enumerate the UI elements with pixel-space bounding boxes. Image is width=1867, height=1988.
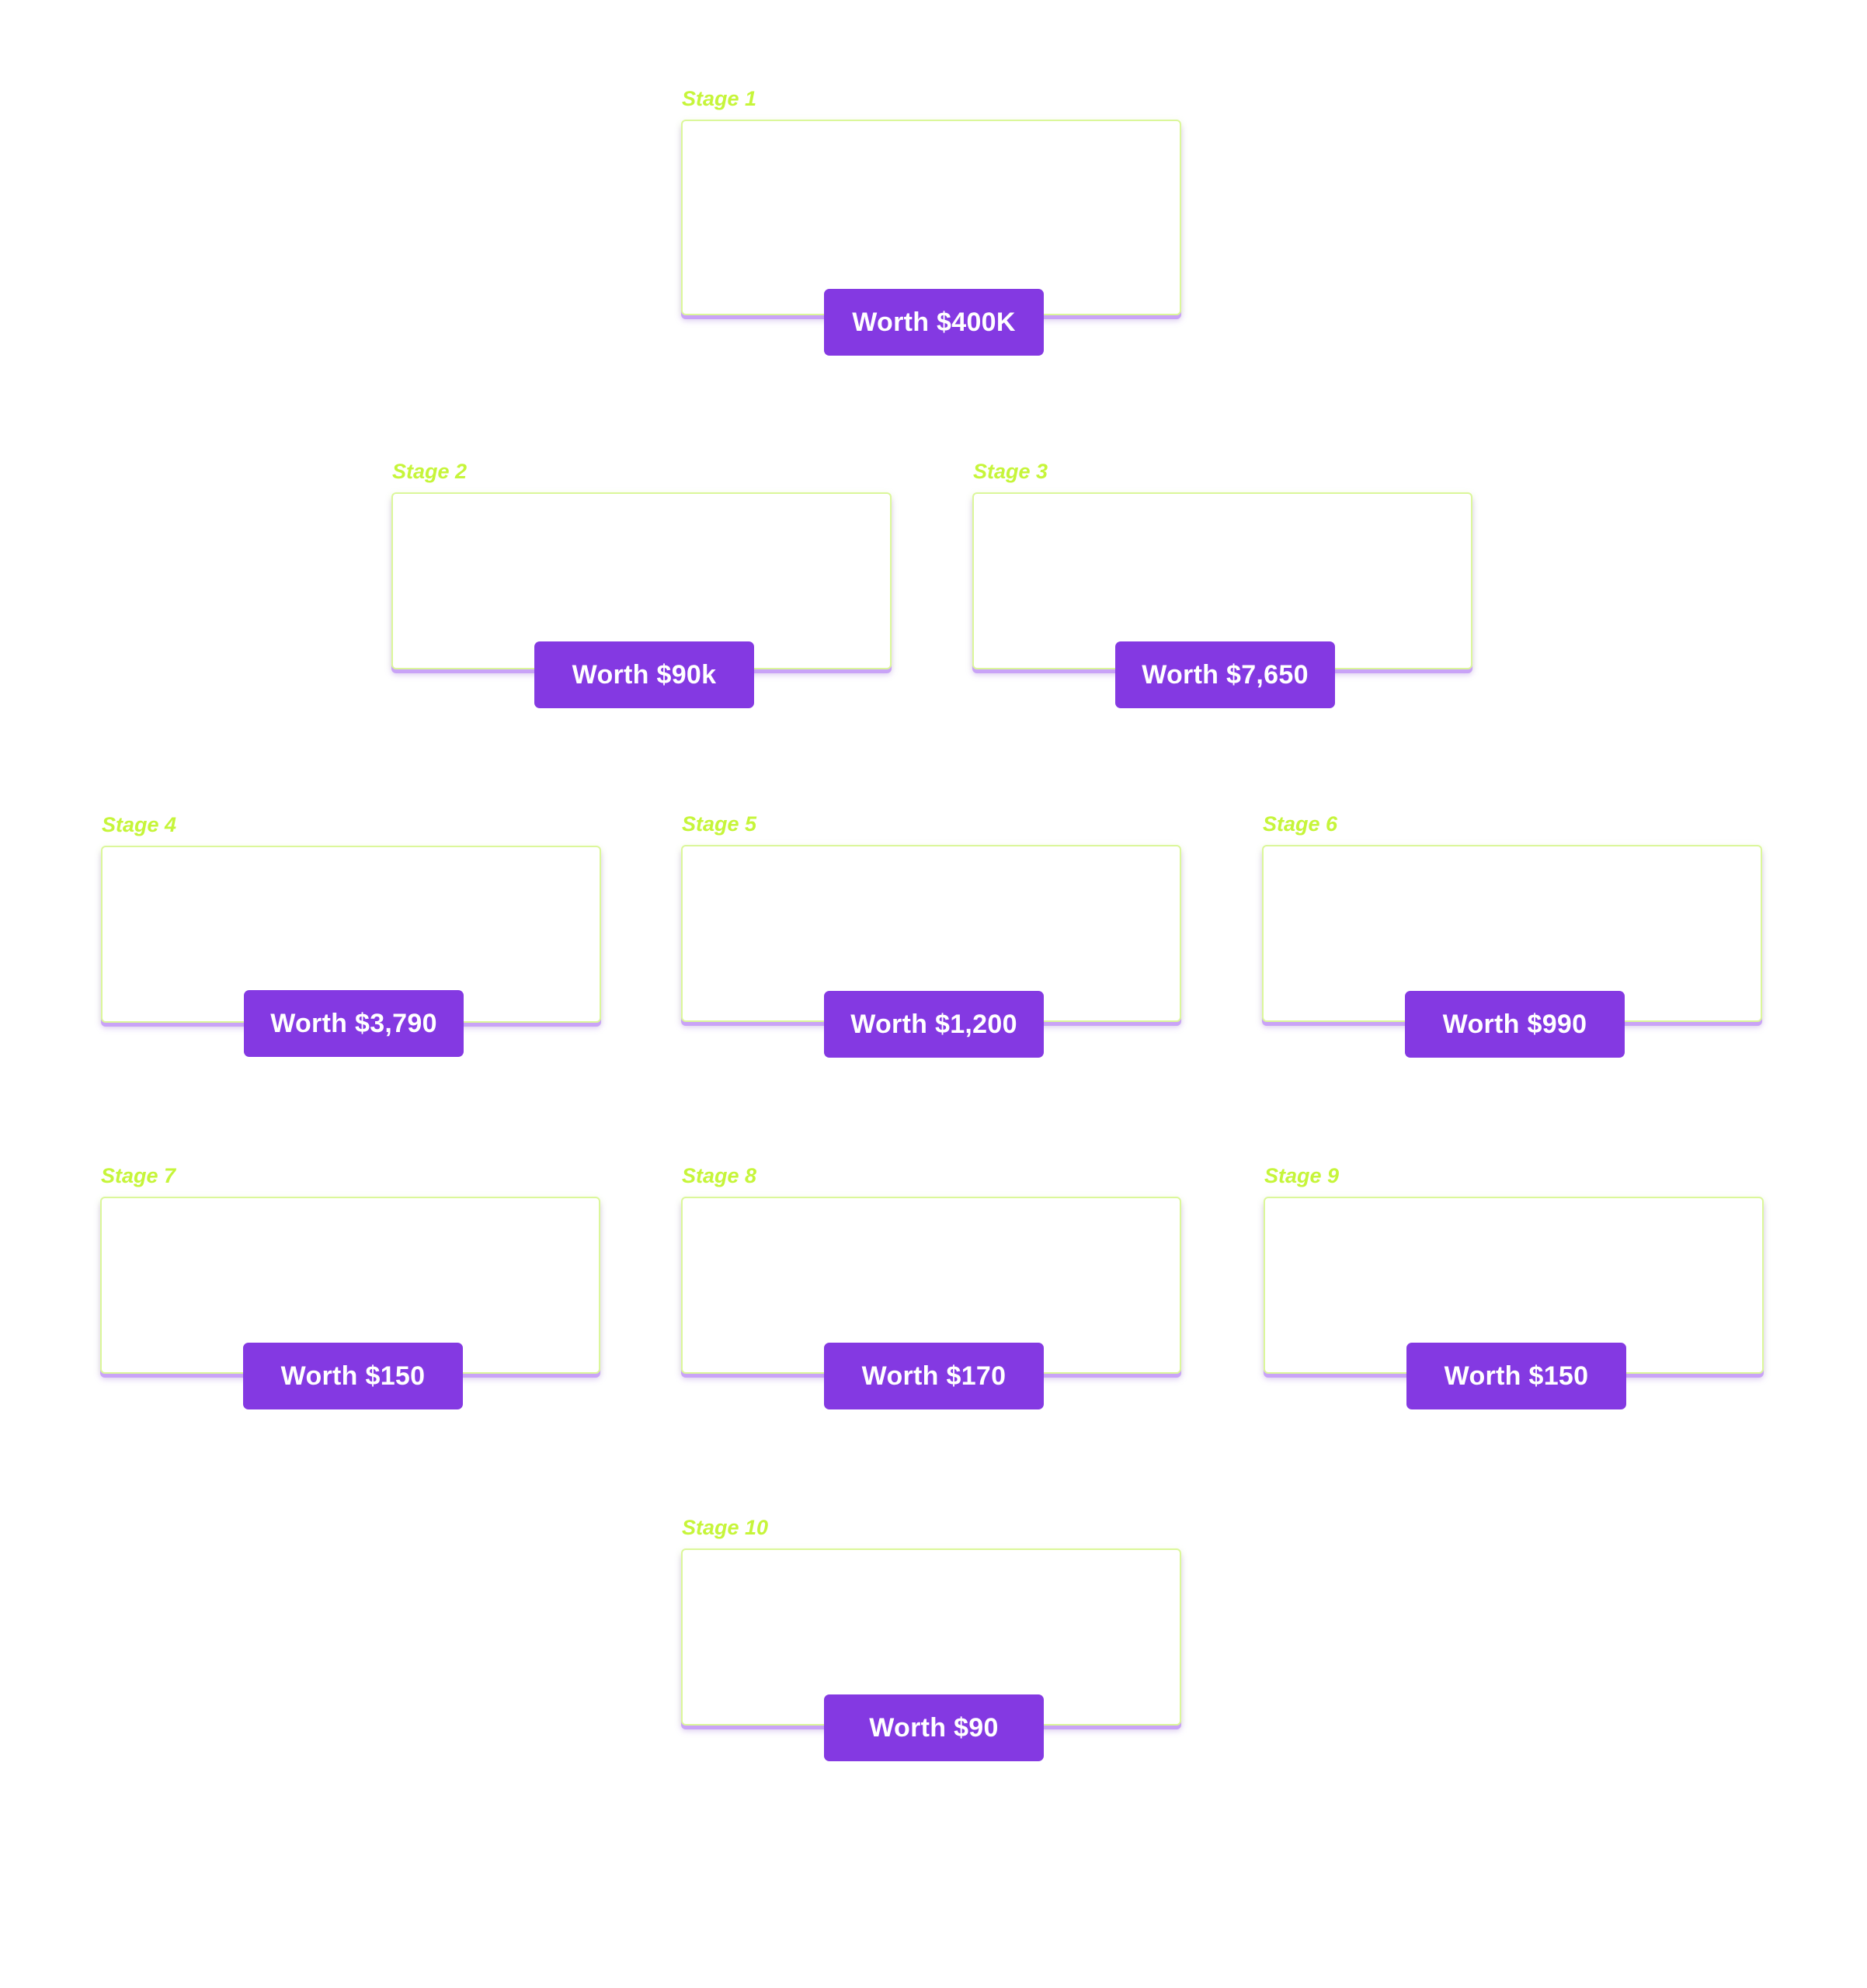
stage-8-label: Stage 8 bbox=[682, 1164, 757, 1187]
stage-3-box[interactable]: Worth $7,650 bbox=[972, 492, 1472, 708]
stage-1-box[interactable]: Worth $400K bbox=[681, 120, 1181, 356]
stage-1-label: Stage 1 bbox=[682, 87, 757, 110]
stage-1-worth-badge[interactable]: Worth $400K bbox=[824, 289, 1044, 356]
stage-5-box[interactable]: Worth $1,200 bbox=[681, 845, 1181, 1058]
stage-2-box[interactable]: Worth $90k bbox=[391, 492, 892, 708]
stage-7-box[interactable]: Worth $150 bbox=[100, 1197, 600, 1409]
stage-7-worth-badge[interactable]: Worth $150 bbox=[243, 1343, 463, 1409]
stage-9-node: Stage 9 Worth $150 bbox=[1264, 1163, 1765, 1409]
stage-5-node: Stage 5 Worth $1,200 bbox=[681, 811, 1183, 1058]
stage-4-label: Stage 4 bbox=[102, 813, 177, 836]
stage-4-worth-badge[interactable]: Worth $3,790 bbox=[244, 990, 464, 1057]
stage-6-worth-badge[interactable]: Worth $990 bbox=[1405, 991, 1625, 1058]
stage-3-label: Stage 3 bbox=[973, 460, 1048, 483]
stage-10-node: Stage 10 Worth $90 bbox=[681, 1514, 1183, 1761]
stage-10-worth-badge[interactable]: Worth $90 bbox=[824, 1694, 1044, 1761]
stage-2-worth-badge[interactable]: Worth $90k bbox=[534, 641, 754, 708]
stage-7-node: Stage 7 Worth $150 bbox=[100, 1163, 602, 1409]
stage-7-label: Stage 7 bbox=[101, 1164, 176, 1187]
stage-6-node: Stage 6 Worth $990 bbox=[1262, 811, 1764, 1058]
stage-4-node: Stage 4 Worth $3,790 bbox=[101, 812, 603, 1057]
stage-9-worth-badge[interactable]: Worth $150 bbox=[1406, 1343, 1626, 1409]
stage-1-node: Stage 1 Worth $400K bbox=[681, 85, 1183, 356]
stage-2-label: Stage 2 bbox=[392, 460, 468, 483]
stage-10-box[interactable]: Worth $90 bbox=[681, 1548, 1181, 1761]
stage-6-label: Stage 6 bbox=[1263, 812, 1338, 836]
stage-2-node: Stage 2 Worth $90k bbox=[391, 458, 893, 708]
stage-9-box[interactable]: Worth $150 bbox=[1264, 1197, 1764, 1409]
stage-5-label: Stage 5 bbox=[682, 812, 757, 836]
stage-10-label: Stage 10 bbox=[682, 1516, 769, 1539]
stage-8-box[interactable]: Worth $170 bbox=[681, 1197, 1181, 1409]
stage-9-label: Stage 9 bbox=[1264, 1164, 1340, 1187]
stage-8-worth-badge[interactable]: Worth $170 bbox=[824, 1343, 1044, 1409]
stage-3-worth-badge[interactable]: Worth $7,650 bbox=[1115, 641, 1335, 708]
stage-5-worth-badge[interactable]: Worth $1,200 bbox=[824, 991, 1044, 1058]
stage-8-node: Stage 8 Worth $170 bbox=[681, 1163, 1183, 1409]
stage-4-box[interactable]: Worth $3,790 bbox=[101, 846, 601, 1057]
stage-3-node: Stage 3 Worth $7,650 bbox=[972, 458, 1474, 708]
stage-6-box[interactable]: Worth $990 bbox=[1262, 845, 1762, 1058]
